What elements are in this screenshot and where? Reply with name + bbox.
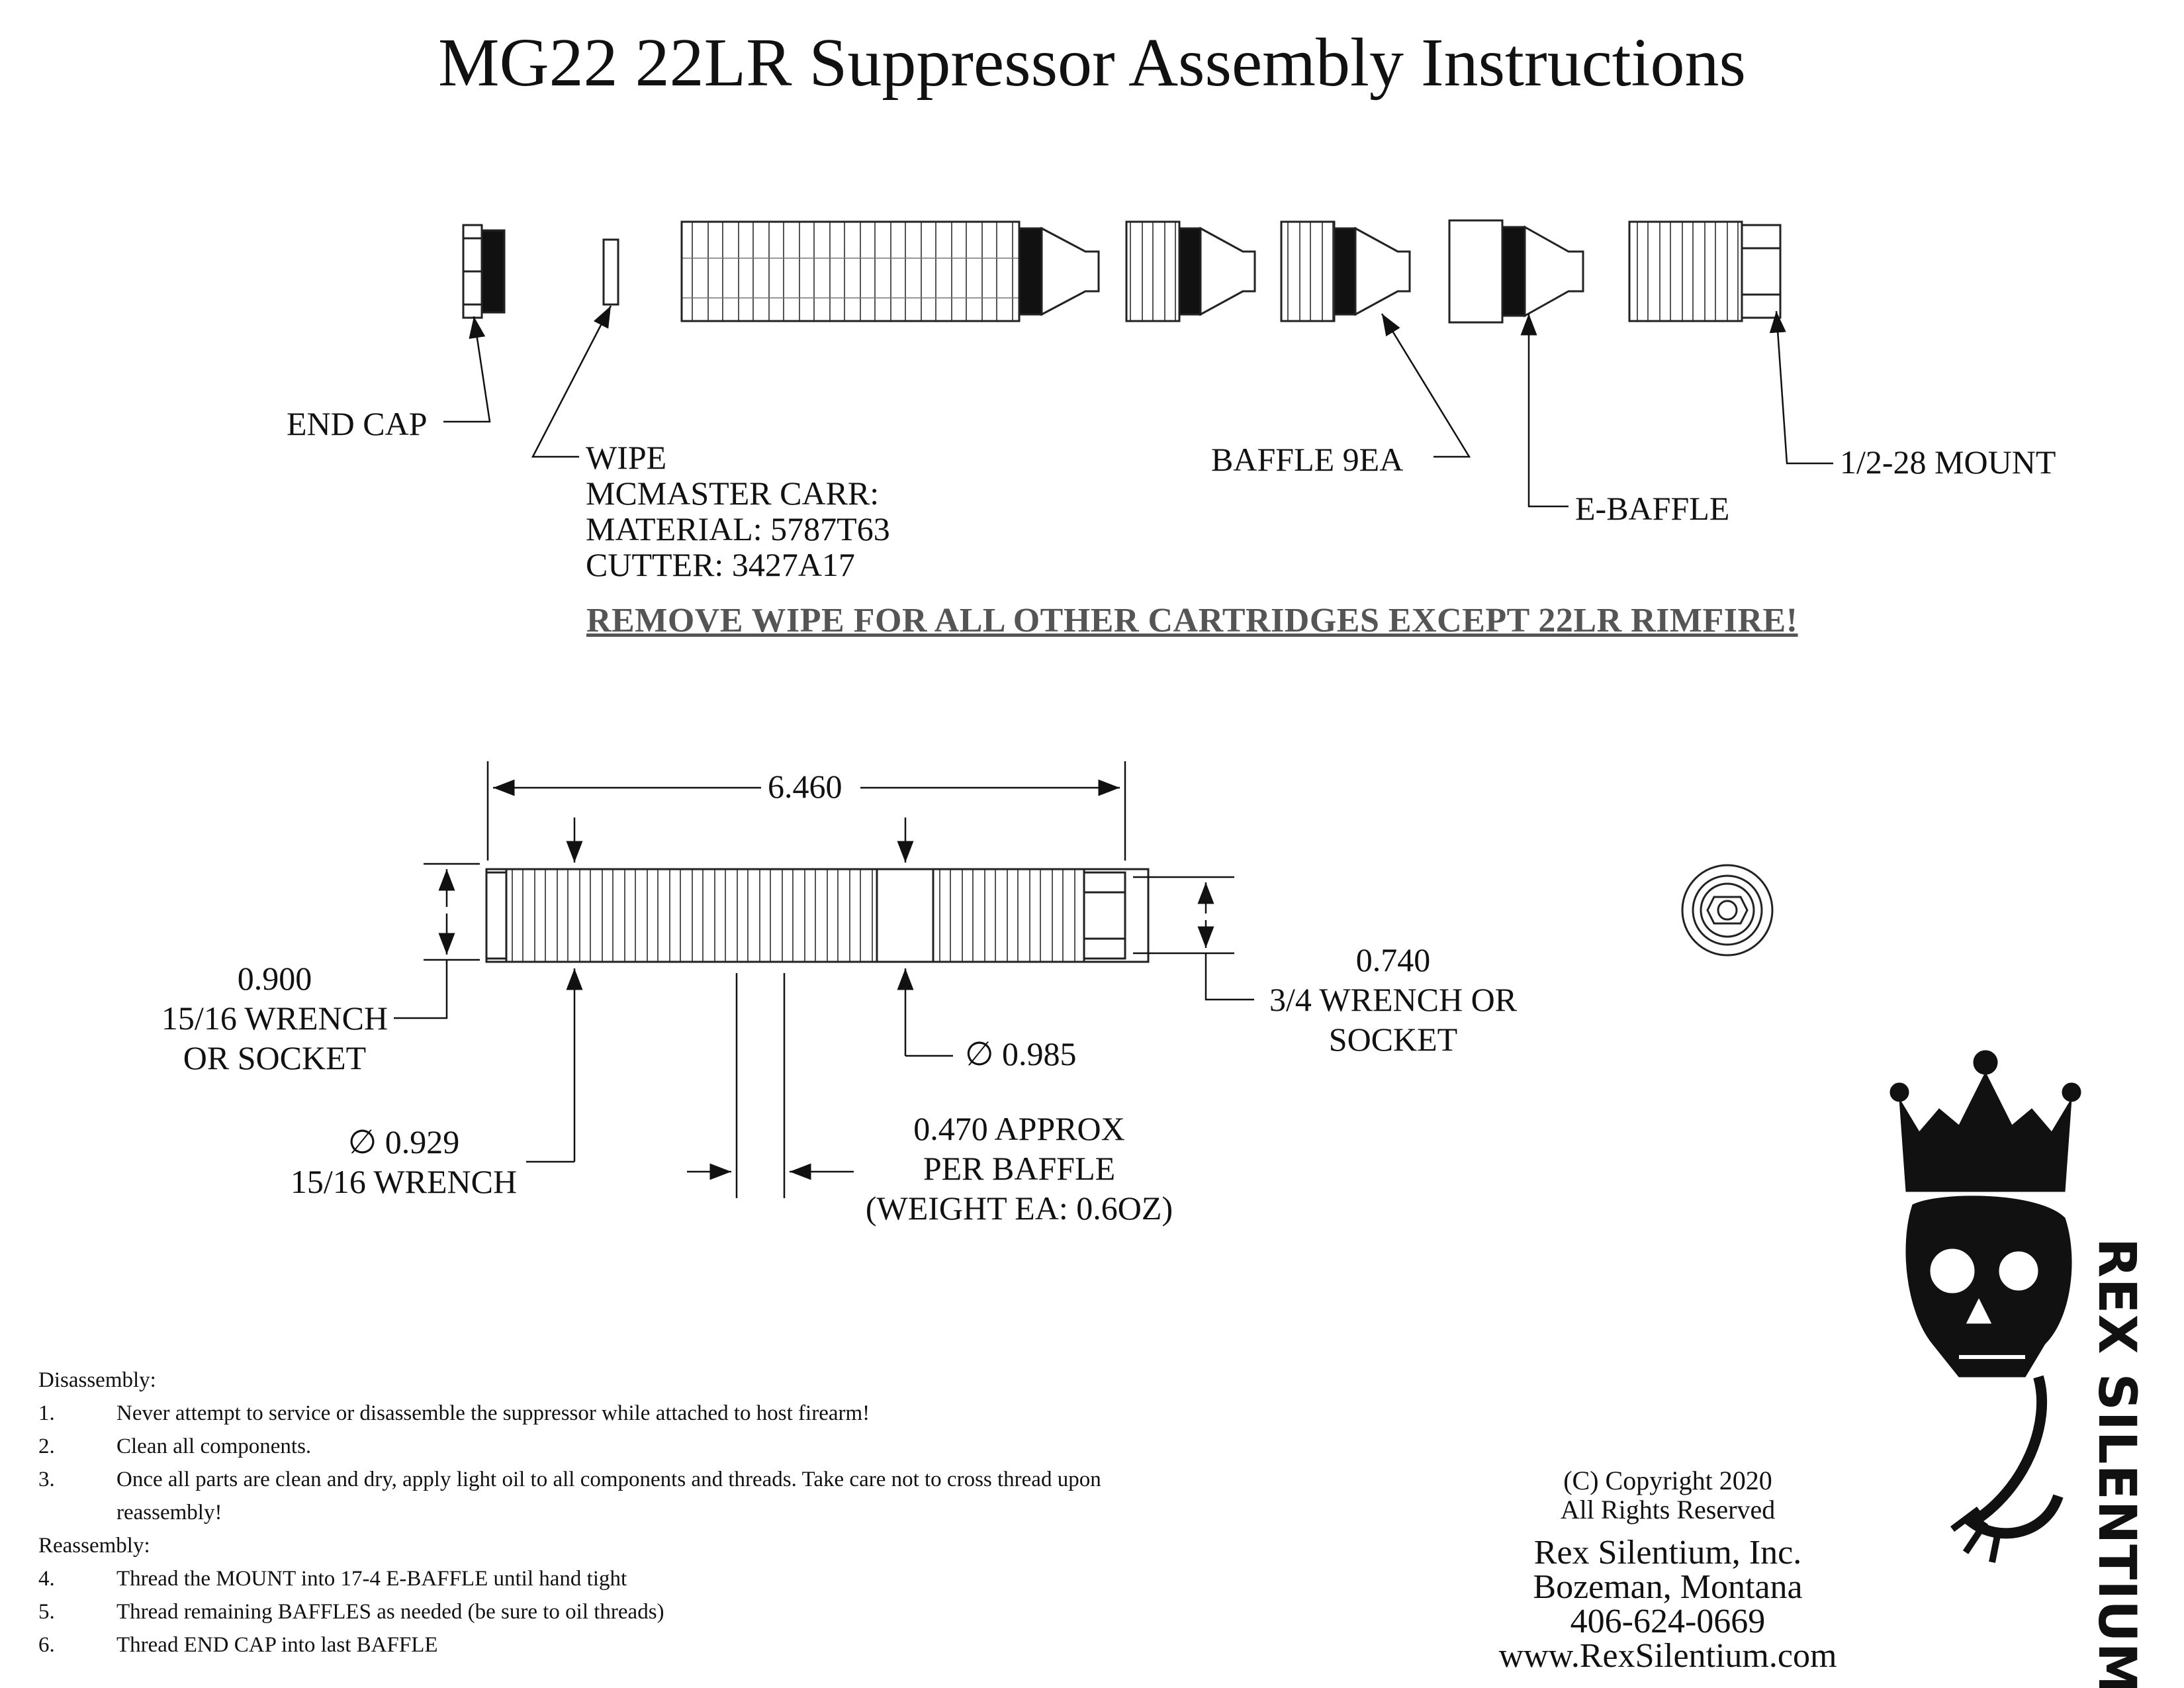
baffle-part — [1125, 220, 1256, 322]
list-item: 5.Thread remaining BAFFLES as needed (be… — [38, 1600, 664, 1624]
e-baffle-part — [1448, 219, 1584, 324]
end-cap-label: END CAP — [287, 405, 428, 442]
mount-part — [1628, 220, 1782, 322]
wipe-warning: REMOVE WIPE FOR ALL OTHER CARTRIDGES EXC… — [586, 602, 1798, 639]
crowned-skull-icon — [1889, 1050, 2081, 1563]
mount-label: 1/2-28 MOUNT — [1840, 444, 2056, 481]
company-info: Rex Silentium, Inc. Bozeman, Montana 406… — [1456, 1536, 1880, 1673]
end-cap-hex-dim: 0.900 15/16 WRENCH OR SOCKET — [161, 960, 388, 1076]
body-diameter-dim: ∅ 0.985 — [965, 1035, 1077, 1072]
list-item: 2.Clean all components. — [38, 1434, 312, 1458]
company-website[interactable]: www.RexSilentium.com — [1498, 1637, 1837, 1675]
end-diameter-dim: ∅ 0.929 15/16 WRENCH — [290, 1123, 518, 1200]
end-cap-part — [462, 224, 506, 319]
reassembly-heading: Reassembly: — [38, 1534, 150, 1558]
company-location: Bozeman, Montana — [1533, 1568, 1803, 1606]
list-item: 4.Thread the MOUNT into 17-4 E-BAFFLE un… — [38, 1567, 627, 1591]
mount-hex-dim: 0.740 3/4 WRENCH OR SOCKET — [1269, 941, 1518, 1058]
wipe-part — [602, 238, 619, 306]
list-item: 1.Never attempt to service or disassembl… — [38, 1401, 870, 1425]
baffle-stack-part — [680, 220, 1100, 322]
assembled-suppressor — [485, 868, 1150, 963]
list-item: 6.Thread END CAP into last BAFFLE — [38, 1633, 438, 1657]
list-item: 3.Once all parts are clean and dry, appl… — [38, 1468, 1101, 1491]
logo-wordmark: REX SILENTIUM — [2087, 1238, 2146, 1688]
e-baffle-label: E-BAFFLE — [1575, 490, 1730, 527]
overall-length-dim: 6.460 — [768, 768, 842, 805]
page-title: MG22 22LR Suppressor Assembly Instructio… — [438, 24, 1746, 101]
baffle-length-dim: 0.470 APPROX PER BAFFLE (WEIGHT EA: 0.6O… — [865, 1110, 1173, 1227]
wipe-label: WIPE MCMASTER CARR: MATERIAL: 5787T63 CU… — [586, 439, 890, 583]
company-name: Rex Silentium, Inc. — [1533, 1534, 1802, 1571]
company-phone: 406-624-0669 — [1570, 1603, 1766, 1640]
copyright-notice: (C) Copyright 2020 All Rights Reserved — [1560, 1466, 1776, 1524]
baffle-part — [1280, 220, 1411, 322]
mount-end-view — [1681, 864, 1774, 957]
instructions-list: Disassembly: 1.Never attempt to service … — [38, 1364, 1101, 1662]
baffle-label: BAFFLE 9EA — [1211, 441, 1404, 478]
disassembly-heading: Disassembly: — [38, 1368, 156, 1392]
